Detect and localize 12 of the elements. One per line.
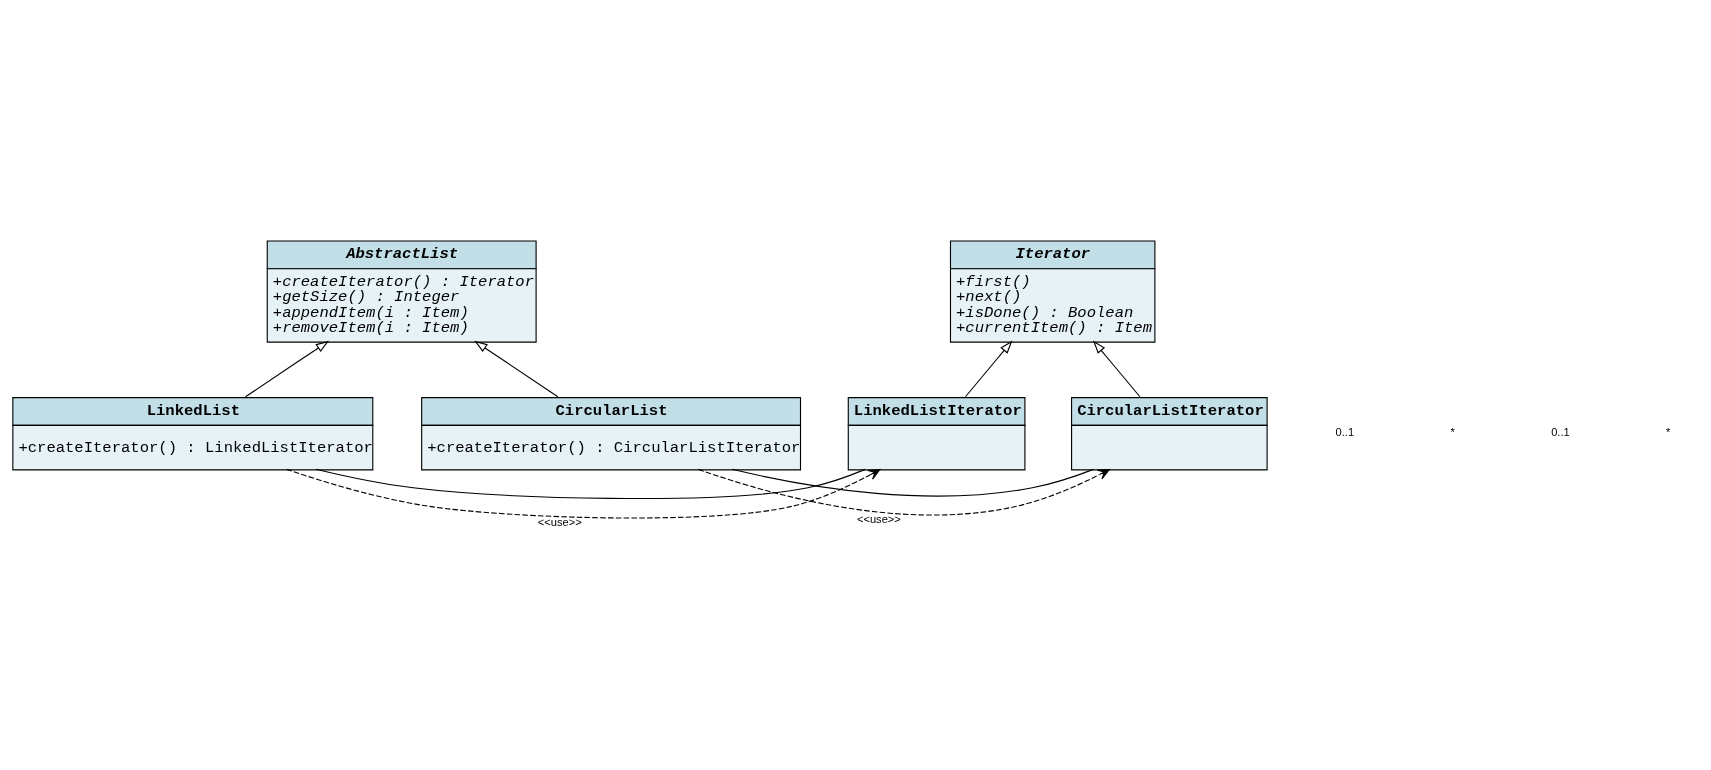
arrow [474,340,559,398]
edge-label: <<use>> [856,512,901,525]
connector [315,468,866,500]
label: * [1450,425,1455,438]
arrow [244,340,330,398]
label: * [1665,425,1671,438]
arrow [286,468,881,519]
arrow [697,468,1111,516]
label: 0..1 [1551,425,1570,438]
connector [731,468,1094,497]
edge-label: <<use>> [537,516,582,529]
label: 0..1 [1335,425,1355,438]
